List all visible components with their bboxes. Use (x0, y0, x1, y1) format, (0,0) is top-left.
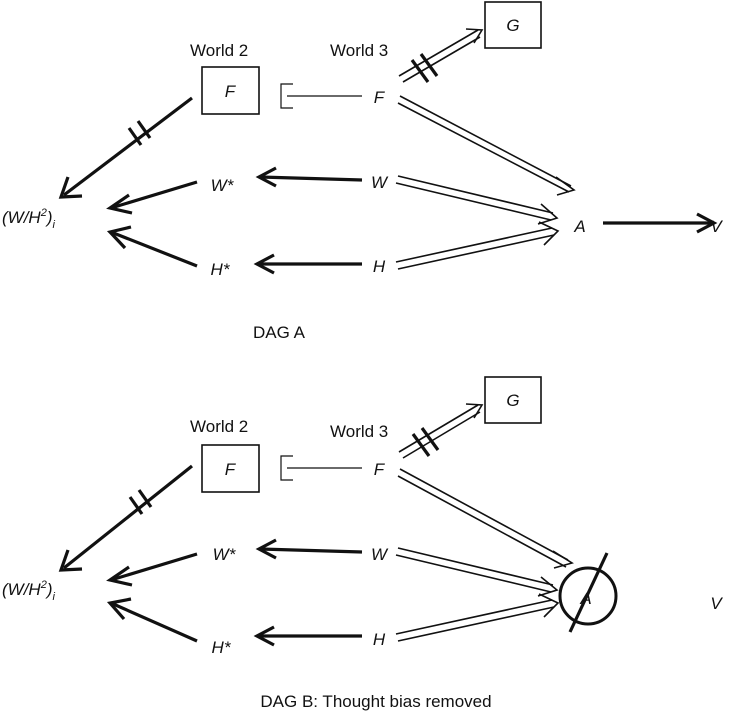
node-f: F (374, 88, 386, 107)
outcome-main: (W/H (2, 208, 41, 227)
arrow-w-to-wstar (255, 166, 363, 188)
arrow-wstar-to-outcome (106, 180, 198, 215)
svg-text:(W/H2)i: (W/H2)i (2, 207, 56, 231)
bracket-link (280, 83, 362, 109)
node-g-box (484, 376, 542, 424)
node-f-box-label: F (225, 82, 237, 101)
node-w: W (371, 173, 389, 192)
arrow-f-to-a (397, 468, 574, 569)
node-h-star: H* (211, 260, 231, 279)
arrow-w-to-wstar (255, 538, 363, 560)
dag-a: World 2 World 3 F G F W H W* H* A V (W/H… (2, 1, 723, 342)
world3-label: World 3 (330, 422, 388, 441)
bracket-link (280, 455, 362, 481)
arrow-fbox-to-outcome (58, 96, 193, 199)
node-f-box (201, 66, 260, 115)
arrow-wstar-to-outcome (106, 552, 198, 587)
node-w: W (371, 545, 389, 564)
outcome-close: ) (45, 580, 53, 599)
node-f-box-label: F (225, 460, 237, 479)
node-g-box-label: G (506, 16, 519, 35)
arrow-w-to-a (395, 175, 559, 225)
node-w-star: W* (211, 176, 235, 195)
node-v: V (710, 594, 723, 613)
node-g-box (484, 1, 542, 49)
svg-text:(W/H2)i: (W/H2)i (2, 579, 56, 603)
node-a: A (573, 217, 585, 236)
strike-through (568, 552, 609, 633)
node-h: H (373, 257, 386, 276)
world2-label: World 2 (190, 41, 248, 60)
outcome-sub: i (53, 591, 56, 603)
outcome-label: (W/H2)i (2, 579, 56, 603)
world3-label: World 3 (330, 41, 388, 60)
node-a-removed: A (558, 552, 618, 633)
arrow-f-to-g (398, 403, 484, 459)
node-f: F (374, 460, 386, 479)
caption-dag-a: DAG A (253, 323, 306, 342)
arrow-f-to-a (397, 95, 576, 196)
dag-b: World 2 World 3 F G F W H W* H* V (W/H2)… (2, 376, 723, 711)
outcome-sup: 2 (40, 579, 47, 591)
node-v: V (710, 217, 723, 236)
outcome-label: (W/H2)i (2, 207, 56, 231)
arrow-h-to-hstar (253, 253, 362, 275)
node-w-star: W* (213, 545, 237, 564)
arrow-h-to-a (395, 593, 560, 642)
arrow-h-to-hstar (253, 625, 362, 647)
arrow-hstar-to-outcome (106, 597, 198, 643)
node-h-star: H* (212, 638, 232, 657)
node-f-box (201, 444, 260, 493)
arrow-hstar-to-outcome (106, 225, 198, 268)
caption-dag-b: DAG B: Thought bias removed (260, 692, 491, 711)
outcome-sub: i (53, 219, 56, 231)
outcome-sup: 2 (40, 207, 47, 219)
arrow-h-to-a (395, 221, 560, 270)
outcome-main: (W/H (2, 580, 41, 599)
arrow-w-to-a (395, 547, 559, 597)
outcome-close: ) (45, 208, 53, 227)
arrow-f-to-g (398, 28, 484, 83)
node-h: H (373, 630, 386, 649)
world2-label: World 2 (190, 417, 248, 436)
arrow-a-to-v (603, 212, 718, 234)
node-g-box-label: G (506, 391, 519, 410)
arrow-fbox-to-outcome (58, 464, 193, 572)
